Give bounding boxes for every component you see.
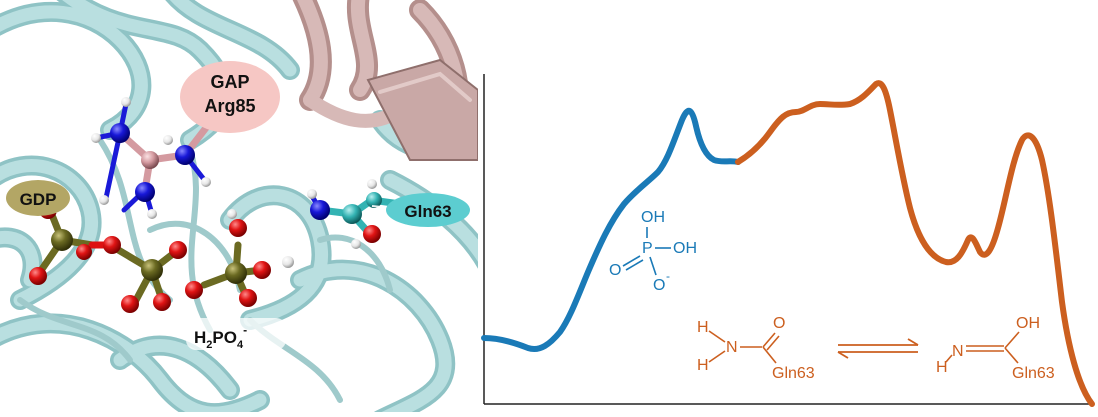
svg-text:OH: OH bbox=[673, 240, 697, 257]
phosphate-label: H2PO4- bbox=[186, 318, 286, 351]
protein-structure-svg: GAP Arg85 GDP Gln63 H2PO4- bbox=[0, 0, 500, 417]
energy-profile-panel: OH P OH O O - H H N O Gln63 OH H N Gln6 bbox=[478, 0, 1098, 412]
atoms bbox=[29, 97, 382, 313]
svg-text:P: P bbox=[642, 240, 653, 257]
svg-text:N: N bbox=[726, 339, 738, 356]
protein-structure-panel: GAP Arg85 GDP Gln63 H2PO4- bbox=[0, 0, 500, 417]
svg-text:O: O bbox=[609, 262, 621, 279]
gap-arg85-label: GAP Arg85 bbox=[180, 61, 280, 133]
svg-text:Gln63: Gln63 bbox=[772, 365, 815, 382]
imidic-acid-structure: OH H N Gln63 bbox=[936, 315, 1055, 382]
svg-text:Gln63: Gln63 bbox=[1012, 365, 1055, 382]
equilibrium-arrows bbox=[837, 338, 919, 359]
gdp-label: GDP bbox=[6, 180, 70, 216]
svg-text:Arg85: Arg85 bbox=[204, 96, 255, 116]
svg-text:OH: OH bbox=[1016, 315, 1040, 332]
svg-text:Gln63: Gln63 bbox=[404, 202, 451, 221]
svg-text:OH: OH bbox=[641, 209, 665, 226]
svg-text:H: H bbox=[697, 357, 709, 374]
svg-text:-: - bbox=[666, 269, 670, 283]
profile-curve-orange bbox=[735, 80, 1095, 407]
profile-curve-blue bbox=[481, 108, 741, 352]
svg-text:O: O bbox=[653, 277, 665, 294]
svg-text:GAP: GAP bbox=[210, 72, 249, 92]
svg-text:O: O bbox=[773, 315, 785, 332]
gln63-label: Gln63 bbox=[386, 193, 470, 227]
energy-profile-svg: OH P OH O O - H H N O Gln63 OH H N Gln6 bbox=[481, 74, 1095, 407]
profile-axes bbox=[483, 74, 1094, 405]
svg-text:H2PO4-: H2PO4- bbox=[194, 323, 247, 351]
svg-text:H: H bbox=[936, 359, 948, 376]
amide-structure: H H N O Gln63 bbox=[697, 315, 815, 382]
svg-text:H: H bbox=[697, 319, 709, 336]
svg-text:N: N bbox=[952, 343, 964, 360]
svg-text:GDP: GDP bbox=[20, 190, 57, 209]
phosphoric-acid-structure: OH P OH O O - bbox=[609, 209, 697, 294]
